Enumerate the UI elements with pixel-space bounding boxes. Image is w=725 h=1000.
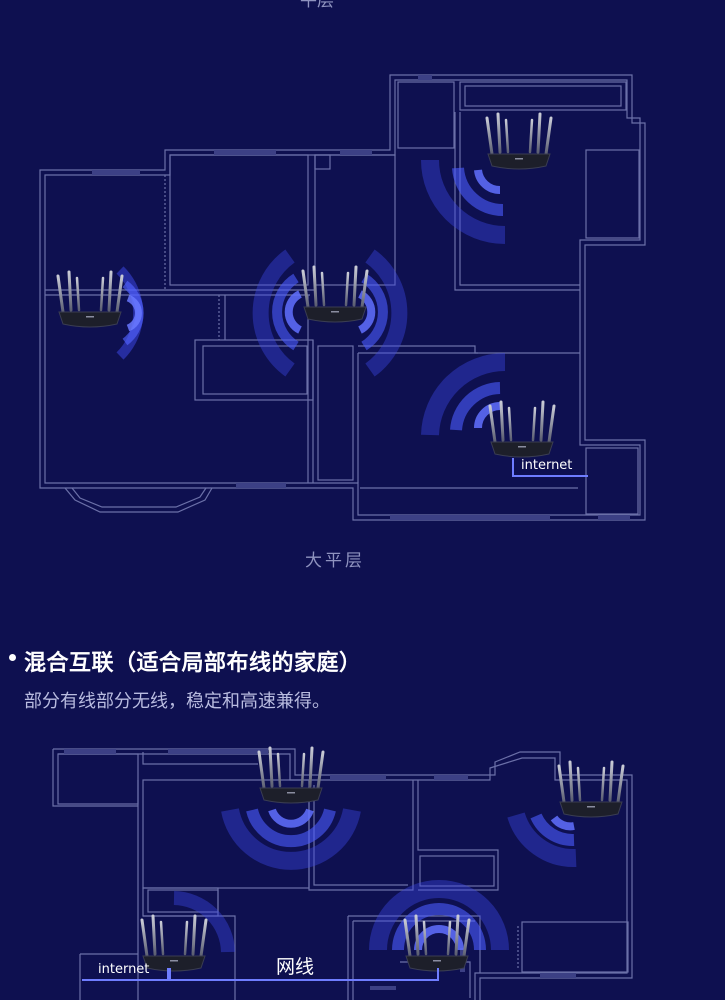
floor-plan-hybrid bbox=[52, 746, 633, 1000]
internet-label: internet bbox=[521, 458, 573, 473]
cable-label: 网线 bbox=[276, 956, 315, 978]
internet-label: internet bbox=[98, 962, 150, 977]
bullet-dot-icon bbox=[9, 654, 16, 661]
section-subtitle: 部分有线部分无线，稳定和高速兼得。 bbox=[24, 691, 330, 712]
floor-plan-large-flat bbox=[39, 74, 646, 521]
router-icon bbox=[488, 400, 556, 459]
floor-caption: 大平层 bbox=[305, 551, 365, 571]
wifi-signal-icon bbox=[116, 266, 144, 360]
router-icon bbox=[557, 760, 625, 819]
router-icon bbox=[301, 265, 369, 324]
top-floor-caption: 平层 bbox=[300, 0, 334, 11]
section-title: 混合互联（适合局部布线的家庭） bbox=[24, 651, 362, 676]
router-icon bbox=[140, 914, 208, 973]
router-icon bbox=[485, 112, 553, 171]
